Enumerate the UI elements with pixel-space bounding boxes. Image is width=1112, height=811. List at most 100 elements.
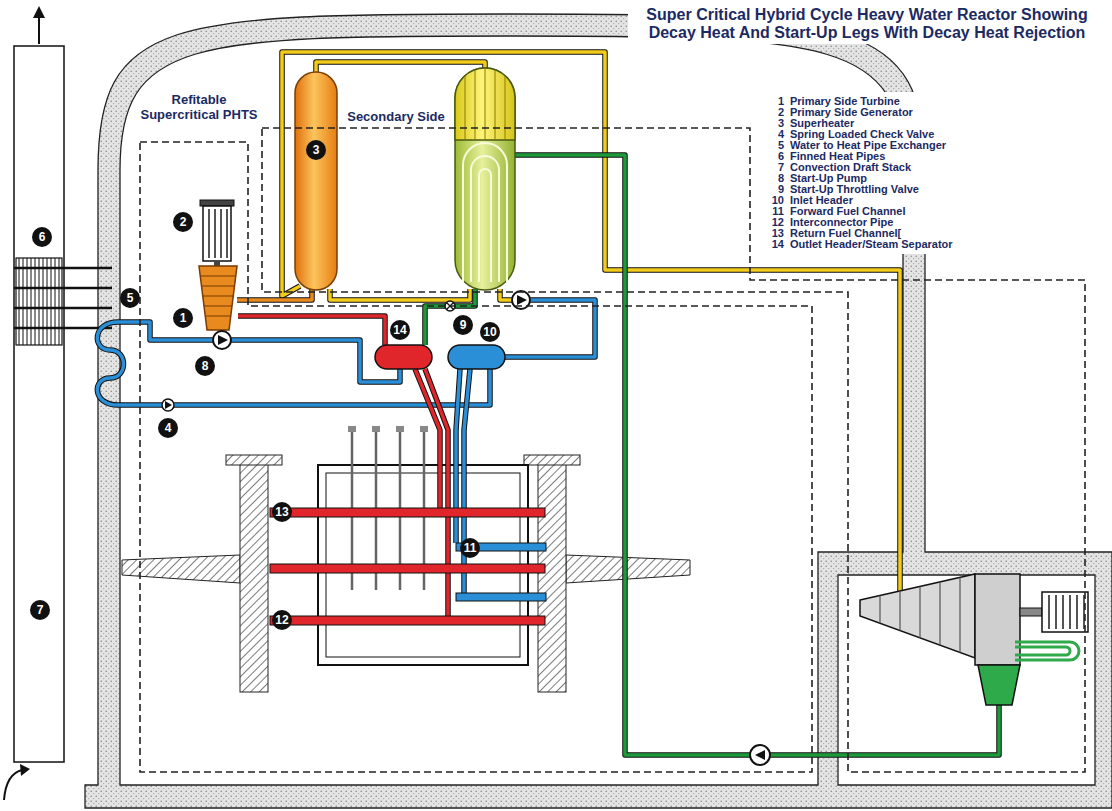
legend-number: 13 <box>760 228 784 239</box>
pipework <box>231 340 400 382</box>
callout-number: 10 <box>480 322 500 342</box>
region-boundary: Secondary Side <box>260 98 1088 776</box>
pumps-and-valves <box>750 745 770 765</box>
reactor-vault <box>122 426 690 692</box>
fuel-channels <box>270 508 546 625</box>
legend-part-name: Spring Loaded Check Valve <box>790 129 934 140</box>
secondary-turbine-hall <box>860 574 1088 705</box>
pipework <box>316 62 485 72</box>
pipework <box>97 322 123 405</box>
steam-generator <box>465 68 505 140</box>
legend-part-name: Outlet Header/Steam Separator <box>790 239 953 250</box>
legend-number: 11 <box>760 206 784 217</box>
secondary-turbine-hall <box>975 574 1020 665</box>
draft-stack <box>33 6 45 18</box>
legend-number: 2 <box>760 107 784 118</box>
legend-part-name: Convection Draft Stack <box>790 162 911 173</box>
finned-heat-pipes <box>19 258 59 345</box>
secondary-turbine-hall <box>880 577 960 652</box>
draft-stack <box>14 46 64 762</box>
pumps-and-valves <box>213 331 231 349</box>
dashed-boundary <box>262 128 1085 772</box>
pipework <box>231 340 400 382</box>
pipework <box>425 289 475 345</box>
legend-part-name: Interconnector Pipe <box>790 217 893 228</box>
headers <box>375 345 505 369</box>
region-boundary: Refitable Supercritical PHTS <box>138 88 816 776</box>
callout-number: 13 <box>272 502 292 522</box>
pipework <box>415 369 440 508</box>
legend-part-name: Start-Up Pump <box>790 173 867 184</box>
legend-part-name: Primary Side Generator <box>790 107 913 118</box>
pipework <box>500 289 512 300</box>
fuel-channels <box>456 593 546 601</box>
callout-number: 4 <box>158 418 178 438</box>
region-heading: Secondary Side <box>347 109 445 124</box>
superheater <box>295 72 337 290</box>
region-heading: Refitable Supercritical PHTS <box>140 92 258 122</box>
pumps-and-valves <box>517 295 527 305</box>
pumps-and-valves <box>165 401 172 409</box>
primary-turbine-generator <box>200 276 235 316</box>
primary-turbine-generator <box>203 206 231 261</box>
callout-number: 5 <box>120 288 140 308</box>
callout-number: 6 <box>32 227 52 247</box>
legend-part-name: Primary Side Turbine <box>790 96 900 107</box>
legend-part-name: Forward Fuel Channel <box>790 206 906 217</box>
steam-generator <box>455 68 515 290</box>
pipework <box>97 322 123 405</box>
legend-part-name: Return Fuel Channel[ <box>790 228 901 239</box>
draft-stack <box>4 770 22 800</box>
primary-turbine-generator <box>200 200 234 206</box>
secondary-turbine-hall <box>860 574 975 658</box>
pumps-and-valves <box>755 750 765 760</box>
finned-heat-pipes <box>16 258 62 345</box>
pipework <box>118 322 213 340</box>
fuel-channels <box>270 508 545 517</box>
pipework <box>330 289 470 300</box>
headers <box>448 345 505 369</box>
legend-part-name: Finned Heat Pipes <box>790 151 885 162</box>
legend-part-name: Water to Heat Pipe Exchanger <box>790 140 946 151</box>
callout-number: 1 <box>173 308 193 328</box>
callout-number: 14 <box>390 320 410 340</box>
pipework <box>330 289 470 300</box>
legend-number: 6 <box>760 151 784 162</box>
pumps-and-valves <box>162 291 770 765</box>
callout-number: 2 <box>173 212 193 232</box>
pumps-and-valves <box>218 335 228 345</box>
legend-number: 5 <box>760 140 784 151</box>
secondary-turbine-hall <box>1015 642 1079 660</box>
callout-number: 8 <box>195 356 215 376</box>
secondary-turbine-hall <box>978 665 1020 705</box>
reactor-vault <box>348 426 428 432</box>
containment-building <box>85 14 1112 808</box>
legend-number: 4 <box>760 129 784 140</box>
callout-number: 11 <box>460 538 480 558</box>
pipework <box>464 369 470 593</box>
legend-number: 3 <box>760 118 784 129</box>
finned-heat-pipes <box>14 268 112 328</box>
legend-number: 9 <box>760 184 784 195</box>
legend-number: 8 <box>760 173 784 184</box>
legend-number: 1 <box>760 96 784 107</box>
pipework <box>316 62 485 72</box>
legend-part-name: Inlet Header <box>790 195 853 206</box>
secondary-turbine-hall <box>1049 595 1084 629</box>
pipework <box>515 155 999 755</box>
draft-stack <box>20 764 30 776</box>
fuel-channels <box>270 564 545 573</box>
primary-turbine-generator <box>209 209 227 258</box>
dashed-boundary <box>260 98 1088 776</box>
pipework <box>97 52 999 755</box>
steam-generator <box>455 68 515 140</box>
fuel-channels <box>270 616 545 625</box>
callout-number: 7 <box>30 600 50 620</box>
pipework <box>464 369 470 593</box>
legend-number: 14 <box>760 239 784 250</box>
legend-part-name: Superheater <box>790 118 854 129</box>
steam-generator <box>455 68 515 290</box>
headers <box>375 345 432 369</box>
pumps-and-valves <box>162 399 174 411</box>
diagram-title: Super Critical Hybrid Cycle Heavy Water … <box>628 4 1106 44</box>
